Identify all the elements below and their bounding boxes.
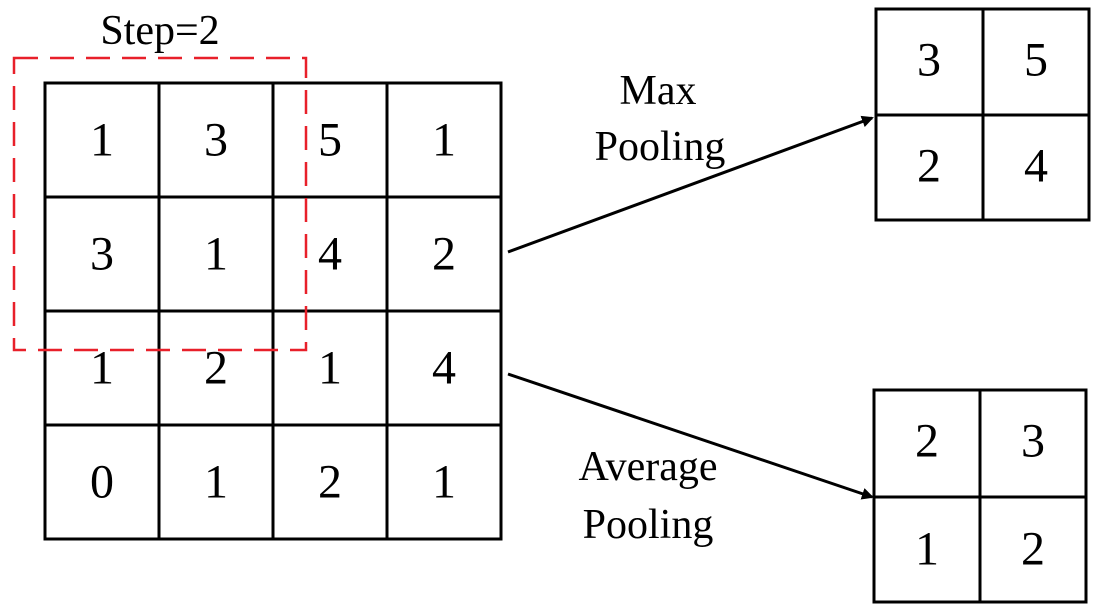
max-pooling-label-line1: Max: [620, 68, 697, 114]
input-cell-0-1: 3: [204, 114, 228, 167]
max-cell-1-1: 4: [1024, 140, 1048, 193]
max-pooling-arrow: [507, 115, 874, 254]
max-pooling-label-line2: Pooling: [595, 124, 726, 170]
pooling-window: [12, 56, 308, 352]
input-cell-0-2: 5: [318, 114, 342, 167]
input-cell-0-0: 1: [90, 114, 114, 167]
input-cell-1-3: 2: [432, 228, 456, 281]
input-cell-0-3: 1: [432, 114, 456, 167]
input-cell-2-3: 4: [432, 342, 456, 395]
input-cell-3-2: 2: [318, 456, 342, 509]
avg-cell-0-1: 3: [1021, 415, 1045, 468]
max-cell-1-0: 2: [917, 140, 941, 193]
input-cell-3-0: 0: [90, 456, 114, 509]
avg-cell-1-1: 2: [1021, 523, 1045, 576]
max-cell-0-1: 5: [1024, 34, 1048, 87]
input-cell-2-2: 1: [318, 342, 342, 395]
avg-cell-1-0: 1: [915, 523, 939, 576]
step-label: Step=2: [100, 8, 219, 54]
average-pooling-arrow: [507, 372, 874, 500]
avg-cell-0-0: 2: [915, 415, 939, 468]
input-cell-3-1: 1: [204, 456, 228, 509]
input-cell-1-1: 1: [204, 228, 228, 281]
input-cell-1-2: 4: [318, 228, 342, 281]
max-pooling-output-grid: 3 5 2 4: [874, 7, 1091, 222]
input-cell-3-3: 1: [432, 456, 456, 509]
input-grid: 1 3 5 1 3 1 4 2 1 2 1 4 0 1 2 1: [43, 81, 503, 541]
average-pooling-label-line1: Average: [578, 444, 717, 490]
average-pooling-label-line2: Pooling: [583, 502, 714, 548]
average-pooling-output-grid: 2 3 1 2: [872, 388, 1088, 604]
input-cell-1-0: 3: [90, 228, 114, 281]
max-cell-0-0: 3: [917, 34, 941, 87]
